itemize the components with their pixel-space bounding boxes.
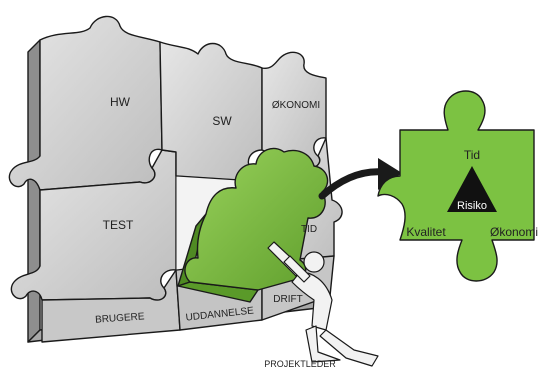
- piece-sw: [159, 41, 263, 183]
- label-test: TEST: [103, 218, 134, 232]
- label-sw: SW: [212, 114, 232, 128]
- person-figure: [267, 241, 379, 367]
- detail-label-tid: Tid: [464, 148, 480, 162]
- detail-puzzle-piece: [377, 90, 535, 282]
- detail-label-risiko: Risiko: [457, 200, 487, 212]
- detail-label-kvalitet: Kvalitet: [406, 225, 446, 239]
- label-okonomi: ØKONOMI: [272, 100, 320, 111]
- label-tid: TID: [301, 224, 317, 235]
- label-projektleder: PROJEKTLEDER: [264, 359, 336, 369]
- detail-label-okonomi: Økonomi: [490, 225, 538, 239]
- risk-triangle-icon: [447, 166, 497, 212]
- label-drift: DRIFT: [273, 294, 302, 305]
- label-brugere: BRUGERE: [95, 311, 145, 325]
- label-hw: HW: [110, 95, 131, 109]
- green-piece-face: [184, 147, 329, 291]
- green-puzzle-piece: [177, 147, 329, 303]
